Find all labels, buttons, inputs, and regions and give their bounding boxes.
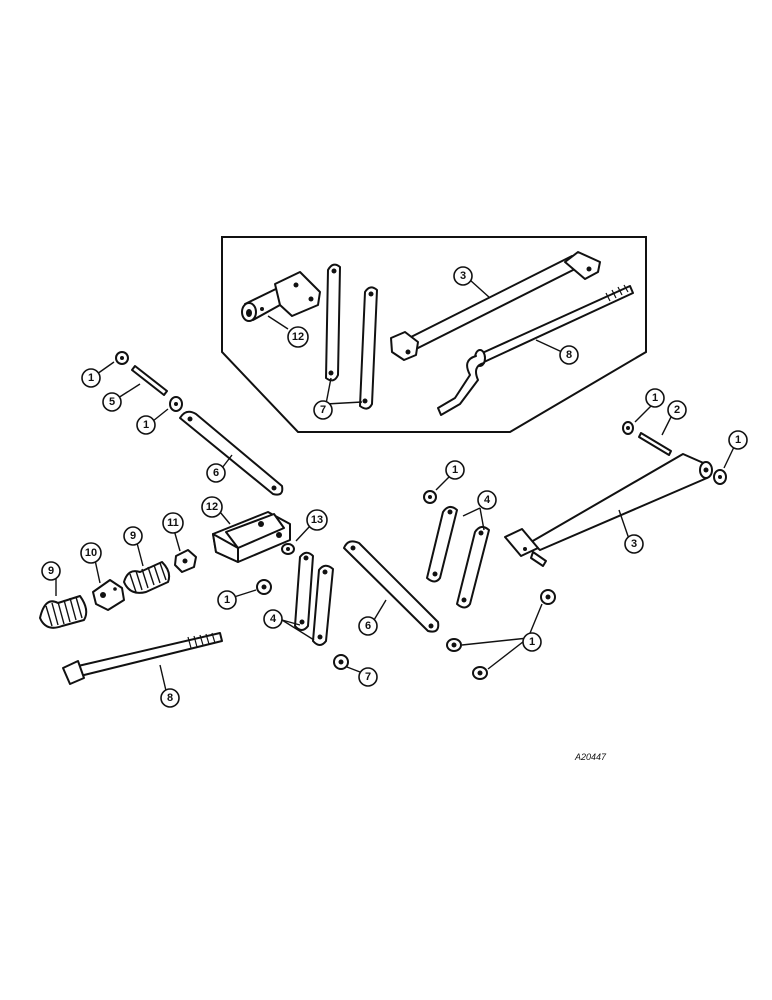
callout-spring-9-b: 9 bbox=[123, 526, 143, 546]
callout-label: 7 bbox=[320, 404, 326, 416]
collar-part bbox=[92, 579, 125, 611]
callout-label: 9 bbox=[130, 530, 136, 542]
callout-plate-4-right: 4 bbox=[477, 490, 497, 510]
inset-bar-part bbox=[390, 251, 601, 361]
leader-lines bbox=[55, 279, 735, 696]
callout-label: 6 bbox=[365, 620, 371, 632]
callout-label: 1 bbox=[652, 392, 658, 404]
callout-bolt-8: 8 bbox=[160, 688, 180, 708]
callout-label: 8 bbox=[167, 692, 173, 704]
spring-part-a bbox=[39, 595, 88, 629]
callout-label: 8 bbox=[566, 349, 572, 361]
callout-label: 10 bbox=[85, 547, 97, 559]
bushing-part bbox=[281, 543, 295, 555]
callout-pin-5: 5 bbox=[102, 392, 122, 412]
callout-clevis-12: 12 bbox=[201, 496, 223, 518]
callout-label: 1 bbox=[452, 464, 458, 476]
callout-label: 1 bbox=[735, 434, 741, 446]
washer-part-a bbox=[115, 351, 129, 365]
callout-washers-1-group: 1 bbox=[522, 632, 542, 652]
washer-part-7 bbox=[333, 654, 349, 670]
washer-part-b bbox=[169, 396, 183, 412]
inset-clevis-part bbox=[241, 271, 321, 322]
callout-label: 7 bbox=[365, 671, 371, 683]
inset-plates-part bbox=[325, 263, 378, 410]
inset-crank-rod-part bbox=[437, 284, 634, 416]
callout-inset-8: 8 bbox=[559, 345, 579, 365]
plates-part-center bbox=[294, 551, 334, 646]
inset-outline bbox=[221, 236, 647, 433]
callout-plate-4-center: 4 bbox=[263, 609, 283, 629]
nut-part bbox=[174, 549, 197, 573]
figure-id-label: A20447 bbox=[574, 752, 607, 762]
callout-inset-12: 12 bbox=[287, 326, 309, 348]
callout-label: 1 bbox=[529, 636, 535, 648]
callout-label: 4 bbox=[484, 494, 491, 506]
callout-collar-10: 10 bbox=[80, 542, 102, 564]
callout-pin-2: 2 bbox=[667, 400, 687, 420]
callout-label: 3 bbox=[631, 538, 637, 550]
callout-label: 4 bbox=[270, 613, 277, 625]
callout-washer-1-a: 1 bbox=[81, 368, 101, 388]
callout-washer-1-d: 1 bbox=[728, 430, 748, 450]
washer-group-part bbox=[446, 589, 556, 680]
callout-label: 12 bbox=[292, 331, 304, 343]
link-part-left bbox=[179, 410, 284, 496]
spring-part-b bbox=[123, 561, 171, 594]
plates-part-right bbox=[426, 506, 490, 609]
callout-inset-7: 7 bbox=[313, 400, 333, 420]
callout-label: 6 bbox=[213, 467, 219, 479]
callout-spring-9-a: 9 bbox=[41, 561, 61, 581]
pin-part bbox=[131, 365, 168, 396]
bolt-part bbox=[62, 632, 223, 685]
callout-label: 9 bbox=[48, 565, 54, 577]
callout-label: 1 bbox=[143, 419, 149, 431]
callout-bushing-13: 13 bbox=[306, 509, 328, 531]
washer-part-d bbox=[713, 469, 727, 485]
callout-label: 5 bbox=[109, 396, 115, 408]
tube-bar-part bbox=[504, 453, 713, 567]
callout-washer-1-c: 1 bbox=[645, 388, 665, 408]
callout-washer-7: 7 bbox=[358, 667, 378, 687]
callout-link-6-left: 6 bbox=[206, 463, 226, 483]
clevis-part bbox=[212, 511, 291, 563]
callout-washer-1-f: 1 bbox=[217, 590, 237, 610]
link-part-center bbox=[343, 540, 440, 633]
callout-label: 1 bbox=[88, 372, 94, 384]
callout-link-6-center: 6 bbox=[358, 616, 378, 636]
callout-washer-1-e: 1 bbox=[445, 460, 465, 480]
callout-label: 12 bbox=[206, 501, 218, 513]
callout-label: 2 bbox=[674, 404, 680, 416]
pin-part-2 bbox=[638, 432, 672, 456]
callout-washer-1-b: 1 bbox=[136, 415, 156, 435]
callout-inset-3: 3 bbox=[453, 266, 473, 286]
callout-label: 1 bbox=[224, 594, 230, 606]
callout-label: 3 bbox=[460, 270, 466, 282]
washer-part-e bbox=[423, 490, 437, 504]
callout-label: 11 bbox=[167, 517, 179, 529]
washer-part-c bbox=[622, 421, 634, 435]
callout-bar-3-right: 3 bbox=[624, 534, 644, 554]
washer-part-f bbox=[256, 579, 272, 595]
callout-label: 13 bbox=[311, 514, 323, 526]
callout-nut-11: 11 bbox=[162, 512, 184, 534]
